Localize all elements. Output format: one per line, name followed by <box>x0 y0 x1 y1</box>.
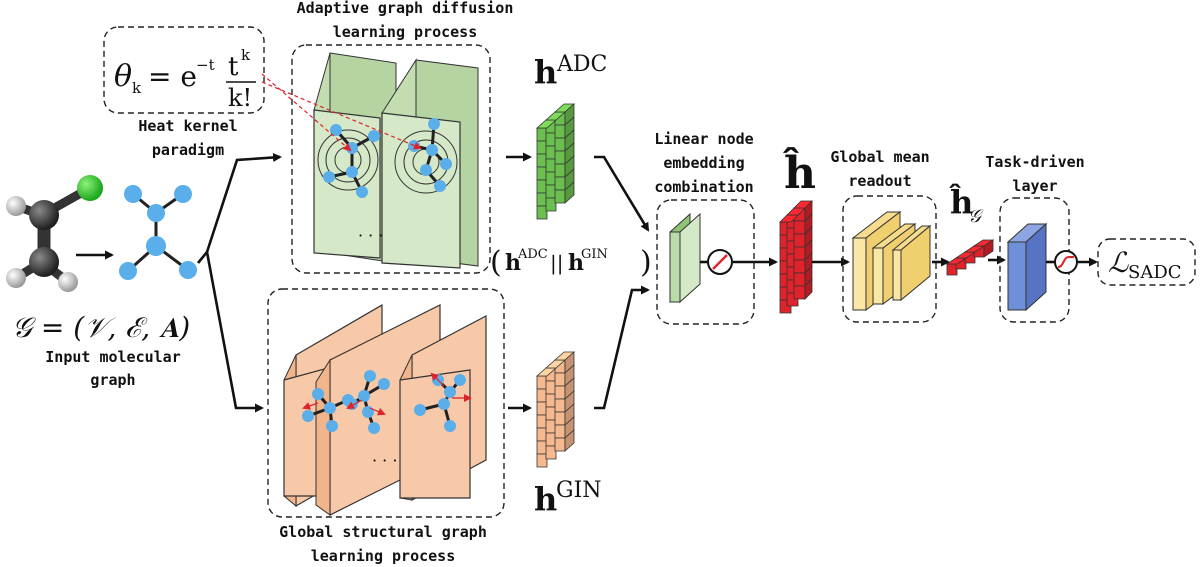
task-layer-label-2: layer <box>1012 177 1057 195</box>
fraction-numerator-sup: k <box>241 46 251 64</box>
readout-box <box>842 195 937 323</box>
gin-layer-3 <box>399 315 487 502</box>
h-adc-superscript: ADC <box>556 52 607 77</box>
heat-kernel-label: Heat kernel <box>138 117 237 135</box>
adc-title-2: learning process <box>333 23 478 41</box>
concat-separator: || <box>550 251 563 276</box>
h-adc-symbol: h <box>534 53 557 91</box>
linear-layer <box>669 212 701 304</box>
theta-subscript: k <box>132 79 142 97</box>
molecule-graph <box>119 185 197 280</box>
concat-h-gin: h <box>568 250 584 276</box>
input-graph-label: Input molecular <box>45 348 180 366</box>
adc-title: Adaptive graph diffusion <box>297 0 514 17</box>
linear-combination-label-3: combination <box>654 178 753 196</box>
gin-title-2: learning process <box>311 547 456 565</box>
h-gin-symbol: h <box>534 480 557 518</box>
h-adc-to-combination-arrow <box>594 155 650 232</box>
gin-graph-1 <box>302 388 354 432</box>
gin-title: Global structural graph <box>279 523 487 541</box>
concat-sup-adc: ADC <box>517 247 548 262</box>
linear-combination-label-2: embedding <box>663 154 744 172</box>
task-layer-label: Task-driven <box>985 153 1084 171</box>
adc-layer-1 <box>313 52 397 264</box>
h-hat-tensor <box>779 200 813 314</box>
h-gin-tensor <box>535 351 576 468</box>
fraction-denominator: k! <box>228 84 252 112</box>
h-graph-subscript: 𝒢 <box>968 206 984 227</box>
concat-sup-gin: GIN <box>581 247 608 262</box>
loss-subscript: SADC <box>1128 262 1182 283</box>
h-gin-to-combination-arrow <box>594 285 650 410</box>
linear-combination-box <box>656 199 755 325</box>
molecule-3d <box>6 175 103 292</box>
adc-box <box>291 44 491 274</box>
concat-h-adc: h <box>505 250 521 276</box>
gin-graph-2 <box>346 370 390 434</box>
gin-ellipsis: · · · <box>372 451 397 470</box>
task-layer <box>1006 222 1048 312</box>
equals-e: = e <box>148 60 197 93</box>
relu-activation-icon <box>707 249 733 275</box>
h-graph-tensor <box>945 239 995 276</box>
graph-definition: 𝒢 = (𝒱, ℰ, 𝐀) <box>12 311 190 344</box>
heat-kernel-box <box>103 26 265 114</box>
adc-graph-1 <box>323 124 380 198</box>
h-adc-tensor <box>535 103 576 220</box>
gin-box <box>267 288 505 518</box>
input-graph-label-2: graph <box>90 371 135 389</box>
readout-block-3 <box>891 224 932 302</box>
adc-layer-2 <box>381 58 479 269</box>
heat-kernel-label-2: paradigm <box>152 141 224 159</box>
concat-close-paren: ) <box>640 245 652 280</box>
fraction-numerator: t <box>228 52 239 82</box>
h-gin-superscript: GIN <box>556 478 602 503</box>
loss-symbol: ℒ <box>1108 246 1129 279</box>
adc-ellipsis: · · · <box>358 226 383 245</box>
readout-label-2: readout <box>848 172 911 190</box>
concat-open-paren: ( <box>490 245 502 280</box>
exponent-neg-t: −t <box>196 56 215 74</box>
h-graph-symbol: ĥ <box>949 183 973 221</box>
loss-box <box>1097 238 1196 286</box>
theta-symbol: θ <box>114 59 132 94</box>
split-arrow-down <box>205 251 264 413</box>
split-arrow-up <box>196 152 282 264</box>
readout-label: Global mean <box>830 148 929 166</box>
sigmoid-activation-icon <box>1054 250 1078 274</box>
heat-kernel-links <box>261 73 422 152</box>
h-hat-symbol: ĥ <box>782 146 816 199</box>
gin-graph-3 <box>414 372 472 432</box>
linear-combination-label: Linear node <box>654 130 753 148</box>
